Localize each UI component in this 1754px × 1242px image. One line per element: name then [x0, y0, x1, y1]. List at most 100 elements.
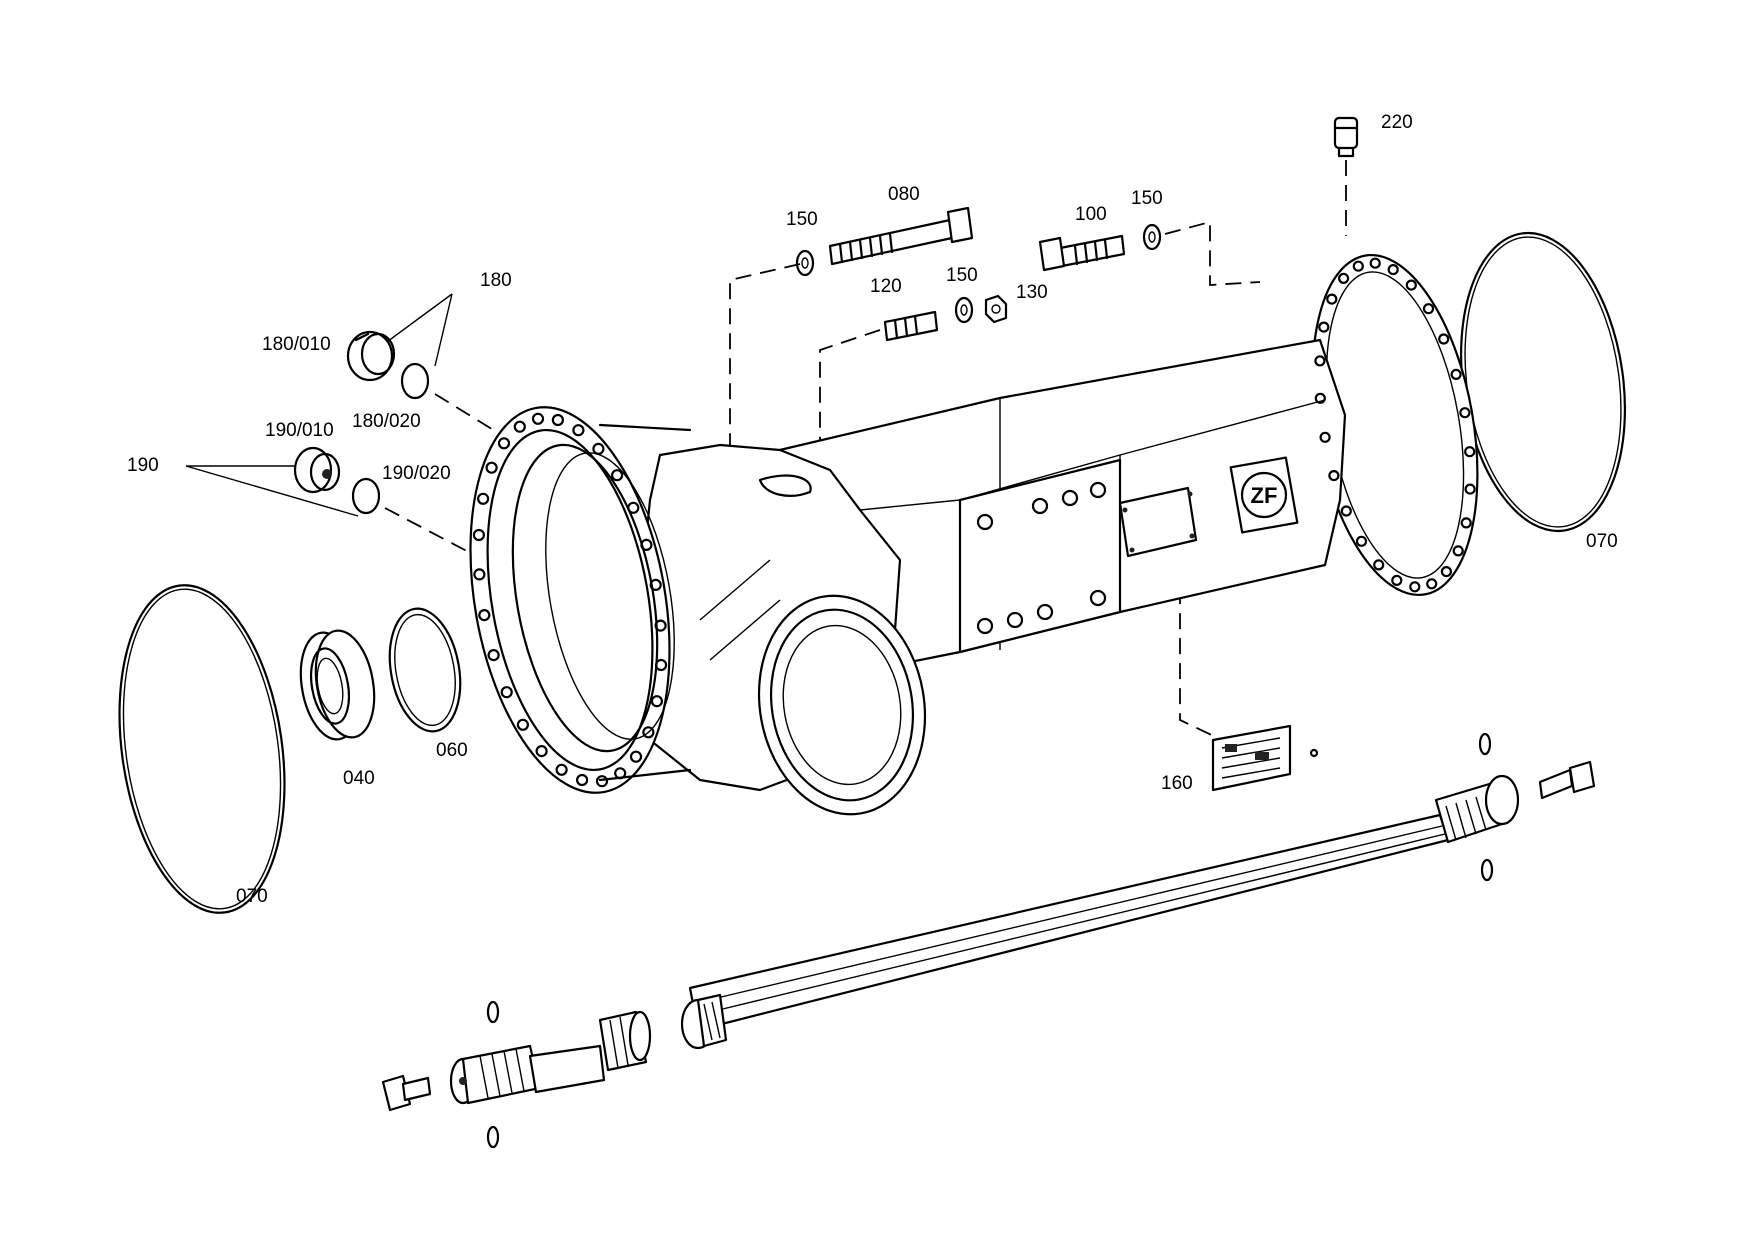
bolt-hole	[1450, 368, 1462, 380]
washer-150-top-right	[1142, 223, 1162, 251]
bolt-hole	[642, 726, 655, 739]
label-220: 220	[1381, 112, 1413, 133]
bolt-hole	[1422, 303, 1435, 315]
bolt-hole	[575, 773, 589, 787]
bolt-hole	[485, 461, 498, 474]
o-ring-070-left	[118, 584, 286, 914]
bolt-hole	[649, 578, 662, 592]
label-100: 100	[1075, 204, 1107, 225]
bolt-hole	[497, 437, 511, 450]
zf-logo: ZF	[1229, 456, 1299, 534]
bolt-hole	[551, 413, 565, 427]
right-flange-bolt-holes	[1314, 257, 1476, 593]
bolt-hole	[1440, 565, 1453, 578]
pointer-lines	[185, 293, 453, 517]
breather-220	[1333, 116, 1359, 158]
bolt-hole	[1328, 470, 1340, 482]
bolt-hole	[640, 538, 653, 552]
end-bolt-right	[1538, 760, 1596, 800]
bolt-hole	[516, 718, 530, 731]
seal-ring-190-020	[351, 477, 381, 515]
bolt-hole	[650, 695, 664, 708]
label-180-020: 180/020	[352, 411, 421, 432]
label-160: 160	[1161, 773, 1193, 794]
label-150-top-left: 150	[786, 209, 818, 230]
bolt-hole	[1337, 272, 1350, 284]
bolt-hole	[1352, 260, 1364, 272]
bolt-hole	[1314, 392, 1326, 404]
bolt-hole	[513, 420, 526, 433]
label-190-020: 190/020	[382, 463, 451, 484]
nut-130	[984, 294, 1008, 324]
bolt-hole	[1373, 559, 1385, 571]
bolt-hole	[1369, 257, 1381, 269]
bolt-hole	[473, 568, 486, 581]
bolt-hole	[572, 424, 585, 437]
bolt-hole	[629, 750, 643, 763]
bolt-hole	[1355, 535, 1368, 547]
bolt-hole	[555, 763, 568, 776]
end-bolt-left	[381, 1074, 432, 1112]
left-flange-bolt-holes	[472, 412, 668, 788]
shim-ring-060	[388, 607, 462, 733]
bolt-hole	[1438, 333, 1450, 345]
bolt-hole	[535, 744, 548, 758]
bolt-hole	[595, 775, 609, 788]
bolt-hole	[654, 619, 667, 632]
label-120: 120	[870, 276, 902, 297]
nameplate-160	[1211, 724, 1319, 792]
bolt-hole	[1464, 483, 1476, 495]
stud-120	[883, 310, 939, 342]
bolt-hole	[1387, 264, 1399, 276]
bolt-hole	[1460, 517, 1472, 529]
bolt-080	[828, 206, 974, 266]
label-180: 180	[480, 270, 512, 291]
seal-ring-180-020	[400, 362, 430, 400]
label-040: 040	[343, 768, 375, 789]
axle-housing: ZF	[469, 253, 1479, 816]
bolt-hole	[1391, 574, 1403, 587]
bolt-hole	[654, 658, 668, 672]
bolt-hole	[477, 492, 490, 505]
label-190: 190	[127, 455, 159, 476]
bolt-hole	[1340, 505, 1352, 517]
bolt-hole	[627, 501, 640, 514]
label-060: 060	[436, 740, 468, 761]
retaining-rings	[486, 732, 1494, 1149]
label-080: 080	[888, 184, 920, 205]
label-150-top-right: 150	[1131, 188, 1163, 209]
label-190-010: 190/010	[265, 420, 334, 441]
washer-150-top-left	[795, 249, 815, 277]
bolt-hole	[531, 412, 545, 425]
bolt-hole	[1459, 407, 1471, 419]
bolt-hole	[1426, 578, 1438, 590]
svg-text:ZF: ZF	[1251, 483, 1278, 508]
short-drive-shaft	[449, 1010, 652, 1105]
label-070-left: 070	[236, 886, 268, 907]
bolt-hole	[1326, 293, 1338, 305]
label-180-010: 180/010	[262, 334, 331, 355]
bolt-hole	[1318, 321, 1330, 333]
long-drive-shaft	[680, 774, 1520, 1050]
bolt-hole	[1319, 431, 1331, 443]
part-labels: 220 080 150 100 150 120 150 130 180 180/…	[127, 112, 1618, 907]
bolt-hole	[1405, 279, 1417, 291]
bolt-hole	[500, 686, 513, 699]
side-plate-bolt-holes	[976, 481, 1107, 635]
bolt-hole	[1452, 545, 1464, 557]
bolt-100	[1038, 234, 1126, 272]
bolt-hole	[472, 528, 485, 542]
bolt-hole	[1314, 355, 1326, 367]
bolt-hole	[610, 469, 624, 482]
washer-150-mid	[954, 296, 974, 324]
bolt-hole	[1464, 446, 1476, 458]
bearing-040	[299, 629, 376, 741]
bolt-hole	[592, 442, 605, 455]
plug-190-010	[293, 446, 341, 494]
bolt-hole	[478, 608, 491, 622]
label-130: 130	[1016, 282, 1048, 303]
bolt-hole	[1409, 581, 1421, 593]
label-070-right: 070	[1586, 531, 1618, 552]
bolt-hole	[614, 767, 627, 780]
